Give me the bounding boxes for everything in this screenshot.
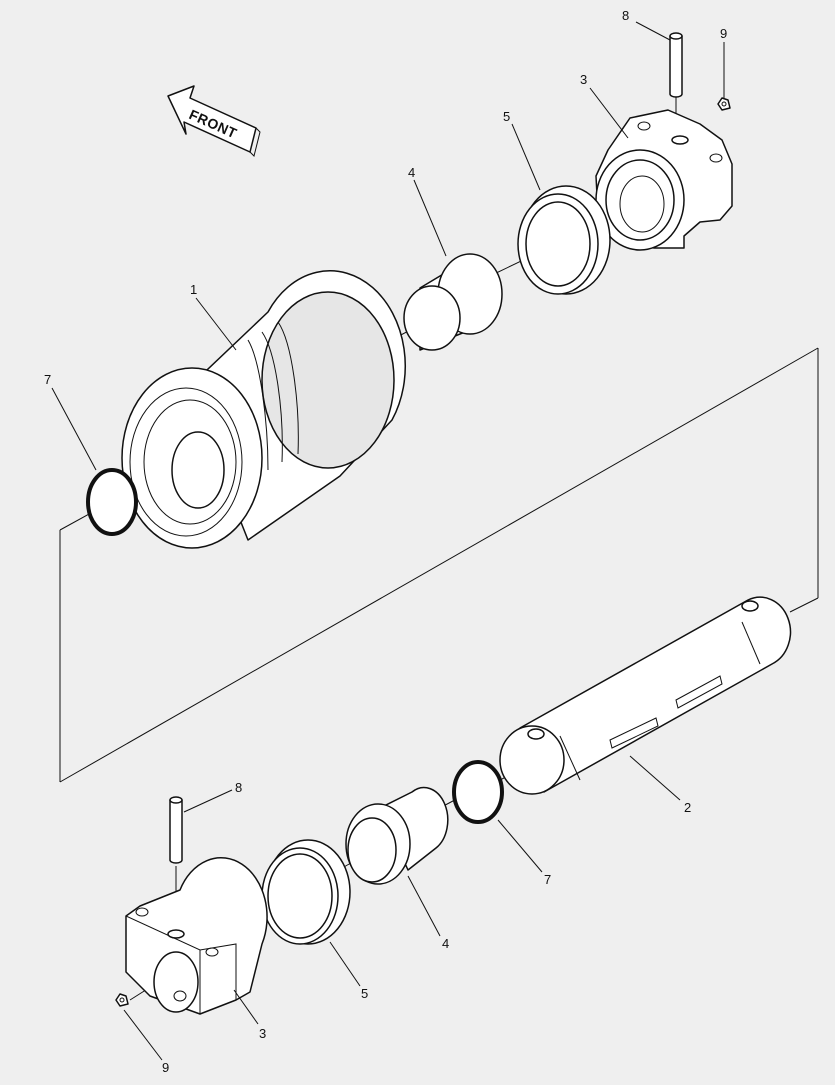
callout-pin-bottom: 8 xyxy=(235,780,242,795)
track-roller xyxy=(121,270,407,549)
oring-bottom xyxy=(452,760,504,824)
callout-bolt-bottom: 9 xyxy=(162,1060,169,1075)
bushing-top xyxy=(403,253,503,351)
pin-top xyxy=(669,32,683,98)
callout-bracket-top: 3 xyxy=(580,72,587,87)
callout-pin-top: 8 xyxy=(622,8,629,23)
front-arrow: FRONT xyxy=(167,85,261,157)
callout-labels: 8 9 3 5 4 1 7 2 7 8 4 5 3 9 xyxy=(44,8,727,1075)
callout-seal-ring-bottom: 5 xyxy=(361,986,368,1001)
callout-oring-bottom: 7 xyxy=(544,872,551,887)
callout-bushing-top: 4 xyxy=(408,165,415,180)
seal-ring-top xyxy=(517,185,611,295)
bracket-bottom xyxy=(125,857,268,1015)
leader-lines xyxy=(51,21,725,1061)
callout-bracket-bottom: 3 xyxy=(259,1026,266,1041)
callout-seal-ring-top: 5 xyxy=(503,109,510,124)
oring-top xyxy=(86,468,138,536)
pin-bottom xyxy=(169,796,183,864)
assembly-axis-lines xyxy=(59,96,819,1001)
callout-bolt-top: 9 xyxy=(720,26,727,41)
shaft xyxy=(499,596,792,795)
callout-bushing-bottom: 4 xyxy=(442,936,449,951)
callout-shaft: 2 xyxy=(684,800,691,815)
seal-ring-bottom xyxy=(261,839,351,945)
bushing-bottom xyxy=(345,786,449,885)
callout-oring-top: 7 xyxy=(44,372,51,387)
bolt-bottom xyxy=(115,993,129,1007)
bolt-top xyxy=(717,97,731,111)
bracket-top xyxy=(595,109,733,251)
callout-roller: 1 xyxy=(190,282,197,297)
